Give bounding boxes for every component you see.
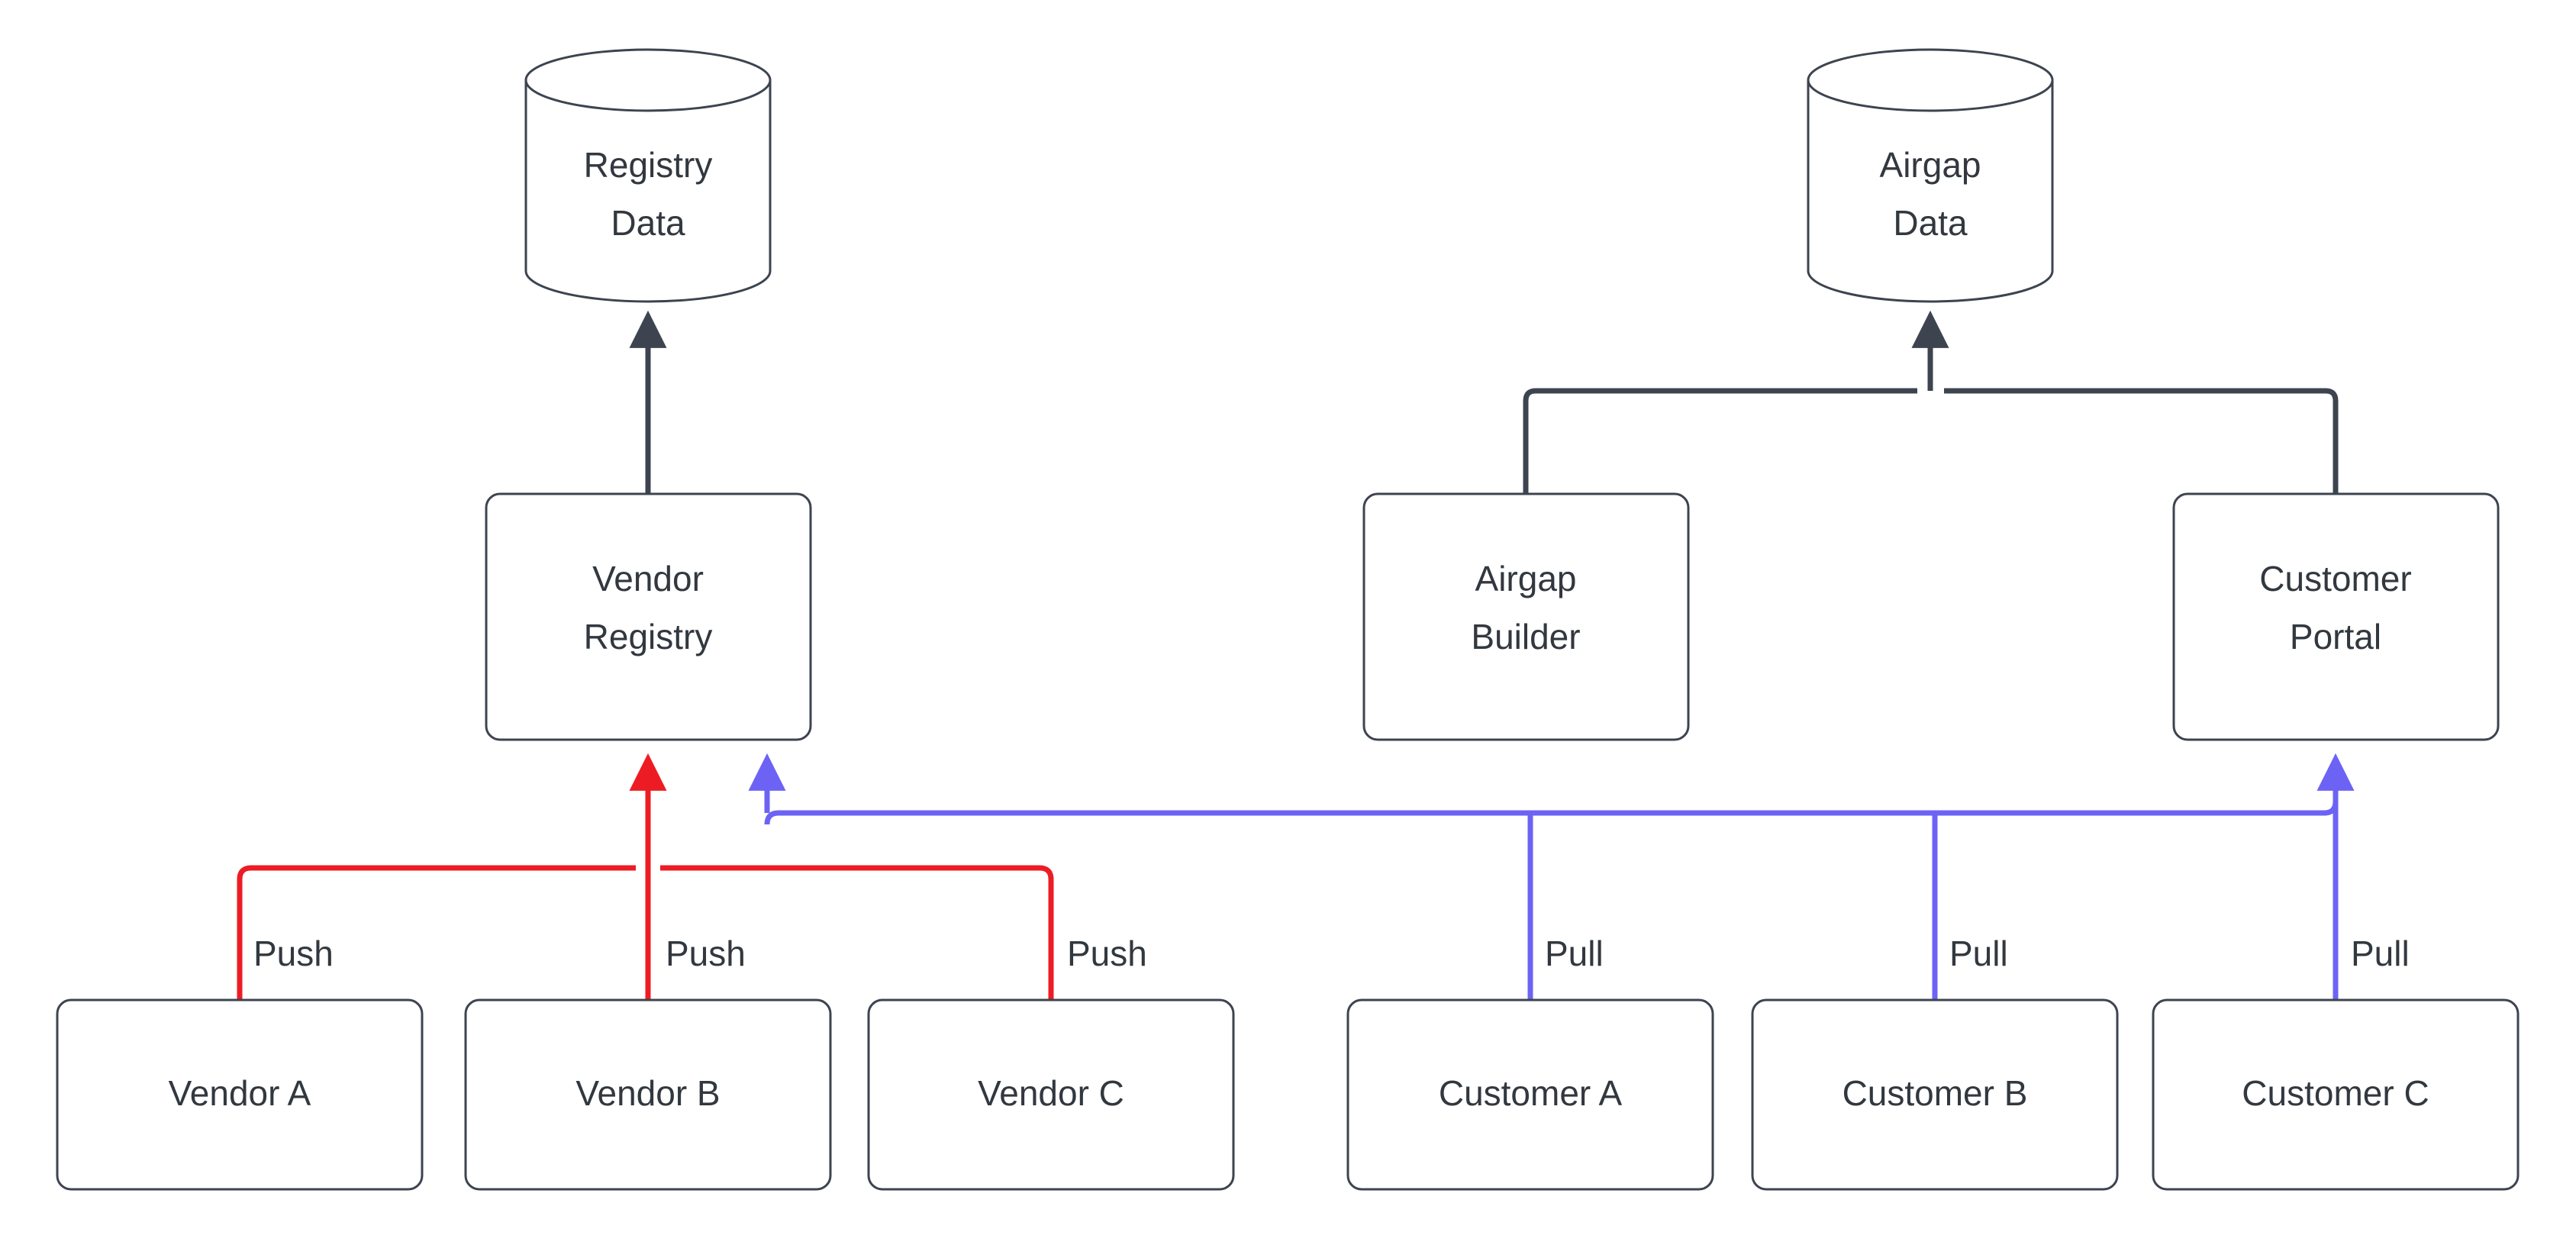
- edge-pull-bus-horizontal: [764, 801, 2339, 825]
- node-airgap-data[interactable]: Airgap Data: [1807, 48, 2054, 303]
- edge-vendor-a-push: [237, 865, 636, 1000]
- edge-label-pull-a: Pull: [1545, 934, 1604, 973]
- edge-label-push-c: Push: [1067, 934, 1147, 973]
- airgap-builder-label-line2: Builder: [1471, 617, 1580, 656]
- node-customer-portal[interactable]: Customer Portal: [2172, 492, 2500, 741]
- edge-label-push-a: Push: [253, 934, 334, 973]
- edge-label-push-b: Push: [666, 934, 746, 973]
- customer-portal-label-line1: Customer: [2259, 559, 2411, 598]
- node-vendor-c[interactable]: Vendor C: [867, 998, 1235, 1191]
- vendor-b-label: Vendor B: [575, 1073, 720, 1113]
- airgap-data-cylinder-body: [1807, 79, 2054, 303]
- vendor-a-label: Vendor A: [169, 1073, 311, 1113]
- airgap-data-label-line2: Data: [1893, 203, 1968, 243]
- customer-c-label: Customer C: [2242, 1073, 2429, 1113]
- customer-a-box: [1346, 998, 1714, 1191]
- airgap-builder-box: [1362, 492, 1690, 741]
- vendor-a-box: [56, 998, 424, 1191]
- customer-portal-box: [2172, 492, 2500, 741]
- vendor-registry-label-line1: Vendor: [592, 559, 704, 598]
- vendor-b-box: [464, 998, 832, 1191]
- vendor-registry-box: [485, 492, 812, 741]
- airgap-data-label-line1: Airgap: [1880, 145, 1981, 185]
- vendor-c-box: [867, 998, 1235, 1191]
- vendor-c-label: Vendor C: [978, 1073, 1124, 1113]
- edge-label-pull-c: Pull: [2351, 934, 2410, 973]
- registry-data-cylinder-top: [524, 48, 772, 112]
- edge-airgap-builder-to-airgap-data: [1523, 388, 1917, 494]
- node-customer-b[interactable]: Customer B: [1751, 998, 2119, 1191]
- airgap-data-cylinder-top: [1807, 48, 2054, 112]
- node-customer-c[interactable]: Customer C: [2152, 998, 2520, 1191]
- edge-label-pull-b: Pull: [1949, 934, 2008, 973]
- customer-c-box: [2152, 998, 2520, 1191]
- vendor-registry-label-line2: Registry: [584, 617, 713, 656]
- customer-b-box: [1751, 998, 2119, 1191]
- node-vendor-a[interactable]: Vendor A: [56, 998, 424, 1191]
- airgap-builder-label-line1: Airgap: [1475, 559, 1577, 598]
- registry-data-label-line2: Data: [611, 203, 685, 243]
- node-vendor-registry[interactable]: Vendor Registry: [485, 492, 812, 741]
- edge-customer-portal-to-airgap-data: [1944, 388, 2339, 494]
- customer-a-label: Customer A: [1439, 1073, 1623, 1113]
- registry-data-cylinder-body: [524, 79, 772, 303]
- node-airgap-builder[interactable]: Airgap Builder: [1362, 492, 1690, 741]
- node-customer-a[interactable]: Customer A: [1346, 998, 1714, 1191]
- node-vendor-b[interactable]: Vendor B: [464, 998, 832, 1191]
- edge-vendor-c-push: [660, 865, 1054, 1000]
- node-registry-data[interactable]: Registry Data: [524, 48, 772, 303]
- registry-data-label-line1: Registry: [584, 145, 713, 185]
- customer-portal-label-line2: Portal: [2290, 617, 2381, 656]
- customer-b-label: Customer B: [1843, 1073, 2028, 1113]
